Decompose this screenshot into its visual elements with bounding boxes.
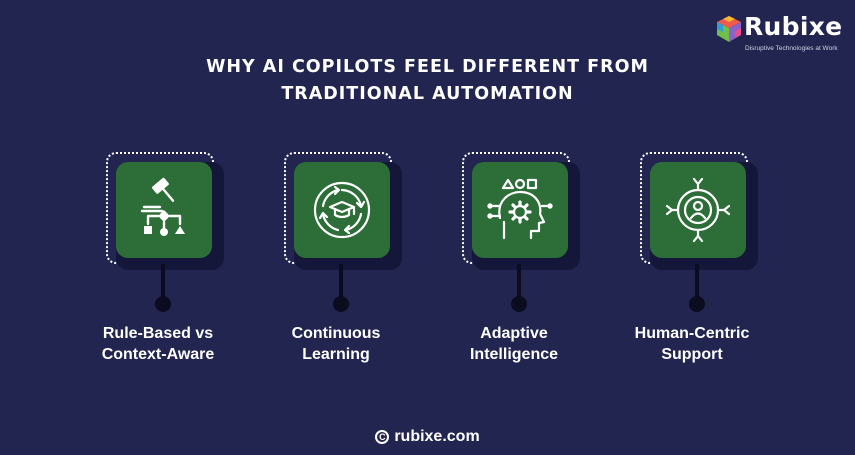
footer: C rubixe.com [0,428,855,446]
connector-dot [155,296,171,312]
card-rule-based [106,152,236,352]
connector-line [517,264,521,302]
cycle-graduation-cap-icon [313,181,371,239]
card-tile [650,162,746,258]
user-target-icon [665,177,731,243]
card-adaptive-intelligence [462,152,592,352]
card-continuous-learning [284,152,414,352]
title-line-2: TRADITIONAL AUTOMATION [281,84,574,104]
connector-line [339,264,343,302]
gavel-flowchart-icon [140,177,185,236]
head-gear-icon [487,178,553,240]
connector-dot [333,296,349,312]
copyright-icon: C [375,430,390,444]
title-line-1: WHY AI COPILOTS FEEL DIFFERENT FROM [206,57,649,77]
connector-dot [689,296,705,312]
card-label: Human-Centric Support [634,325,750,363]
brand-tagline: Disruptive Technologies at Work [745,45,838,52]
card-tile [294,162,390,258]
card-tile [116,162,212,258]
connector-line [695,264,699,302]
card-human-centric [640,152,770,352]
rubixe-cube-icon [717,16,741,42]
card-label: Adaptive Intelligence [469,325,559,363]
brand-name: Rubixe [744,12,843,41]
brand-logo: Rubixe Disruptive Technologies at Work [714,12,844,58]
connector-dot [511,296,527,312]
card-tile [472,162,568,258]
connector-line [161,264,165,302]
website-link[interactable]: rubixe.com [394,428,480,445]
card-label: Rule-Based vs Context-Aware [101,325,215,363]
card-label: Continuous Learning [291,325,381,363]
page-title: WHY AI COPILOTS FEEL DIFFERENT FROM TRAD… [0,54,855,108]
